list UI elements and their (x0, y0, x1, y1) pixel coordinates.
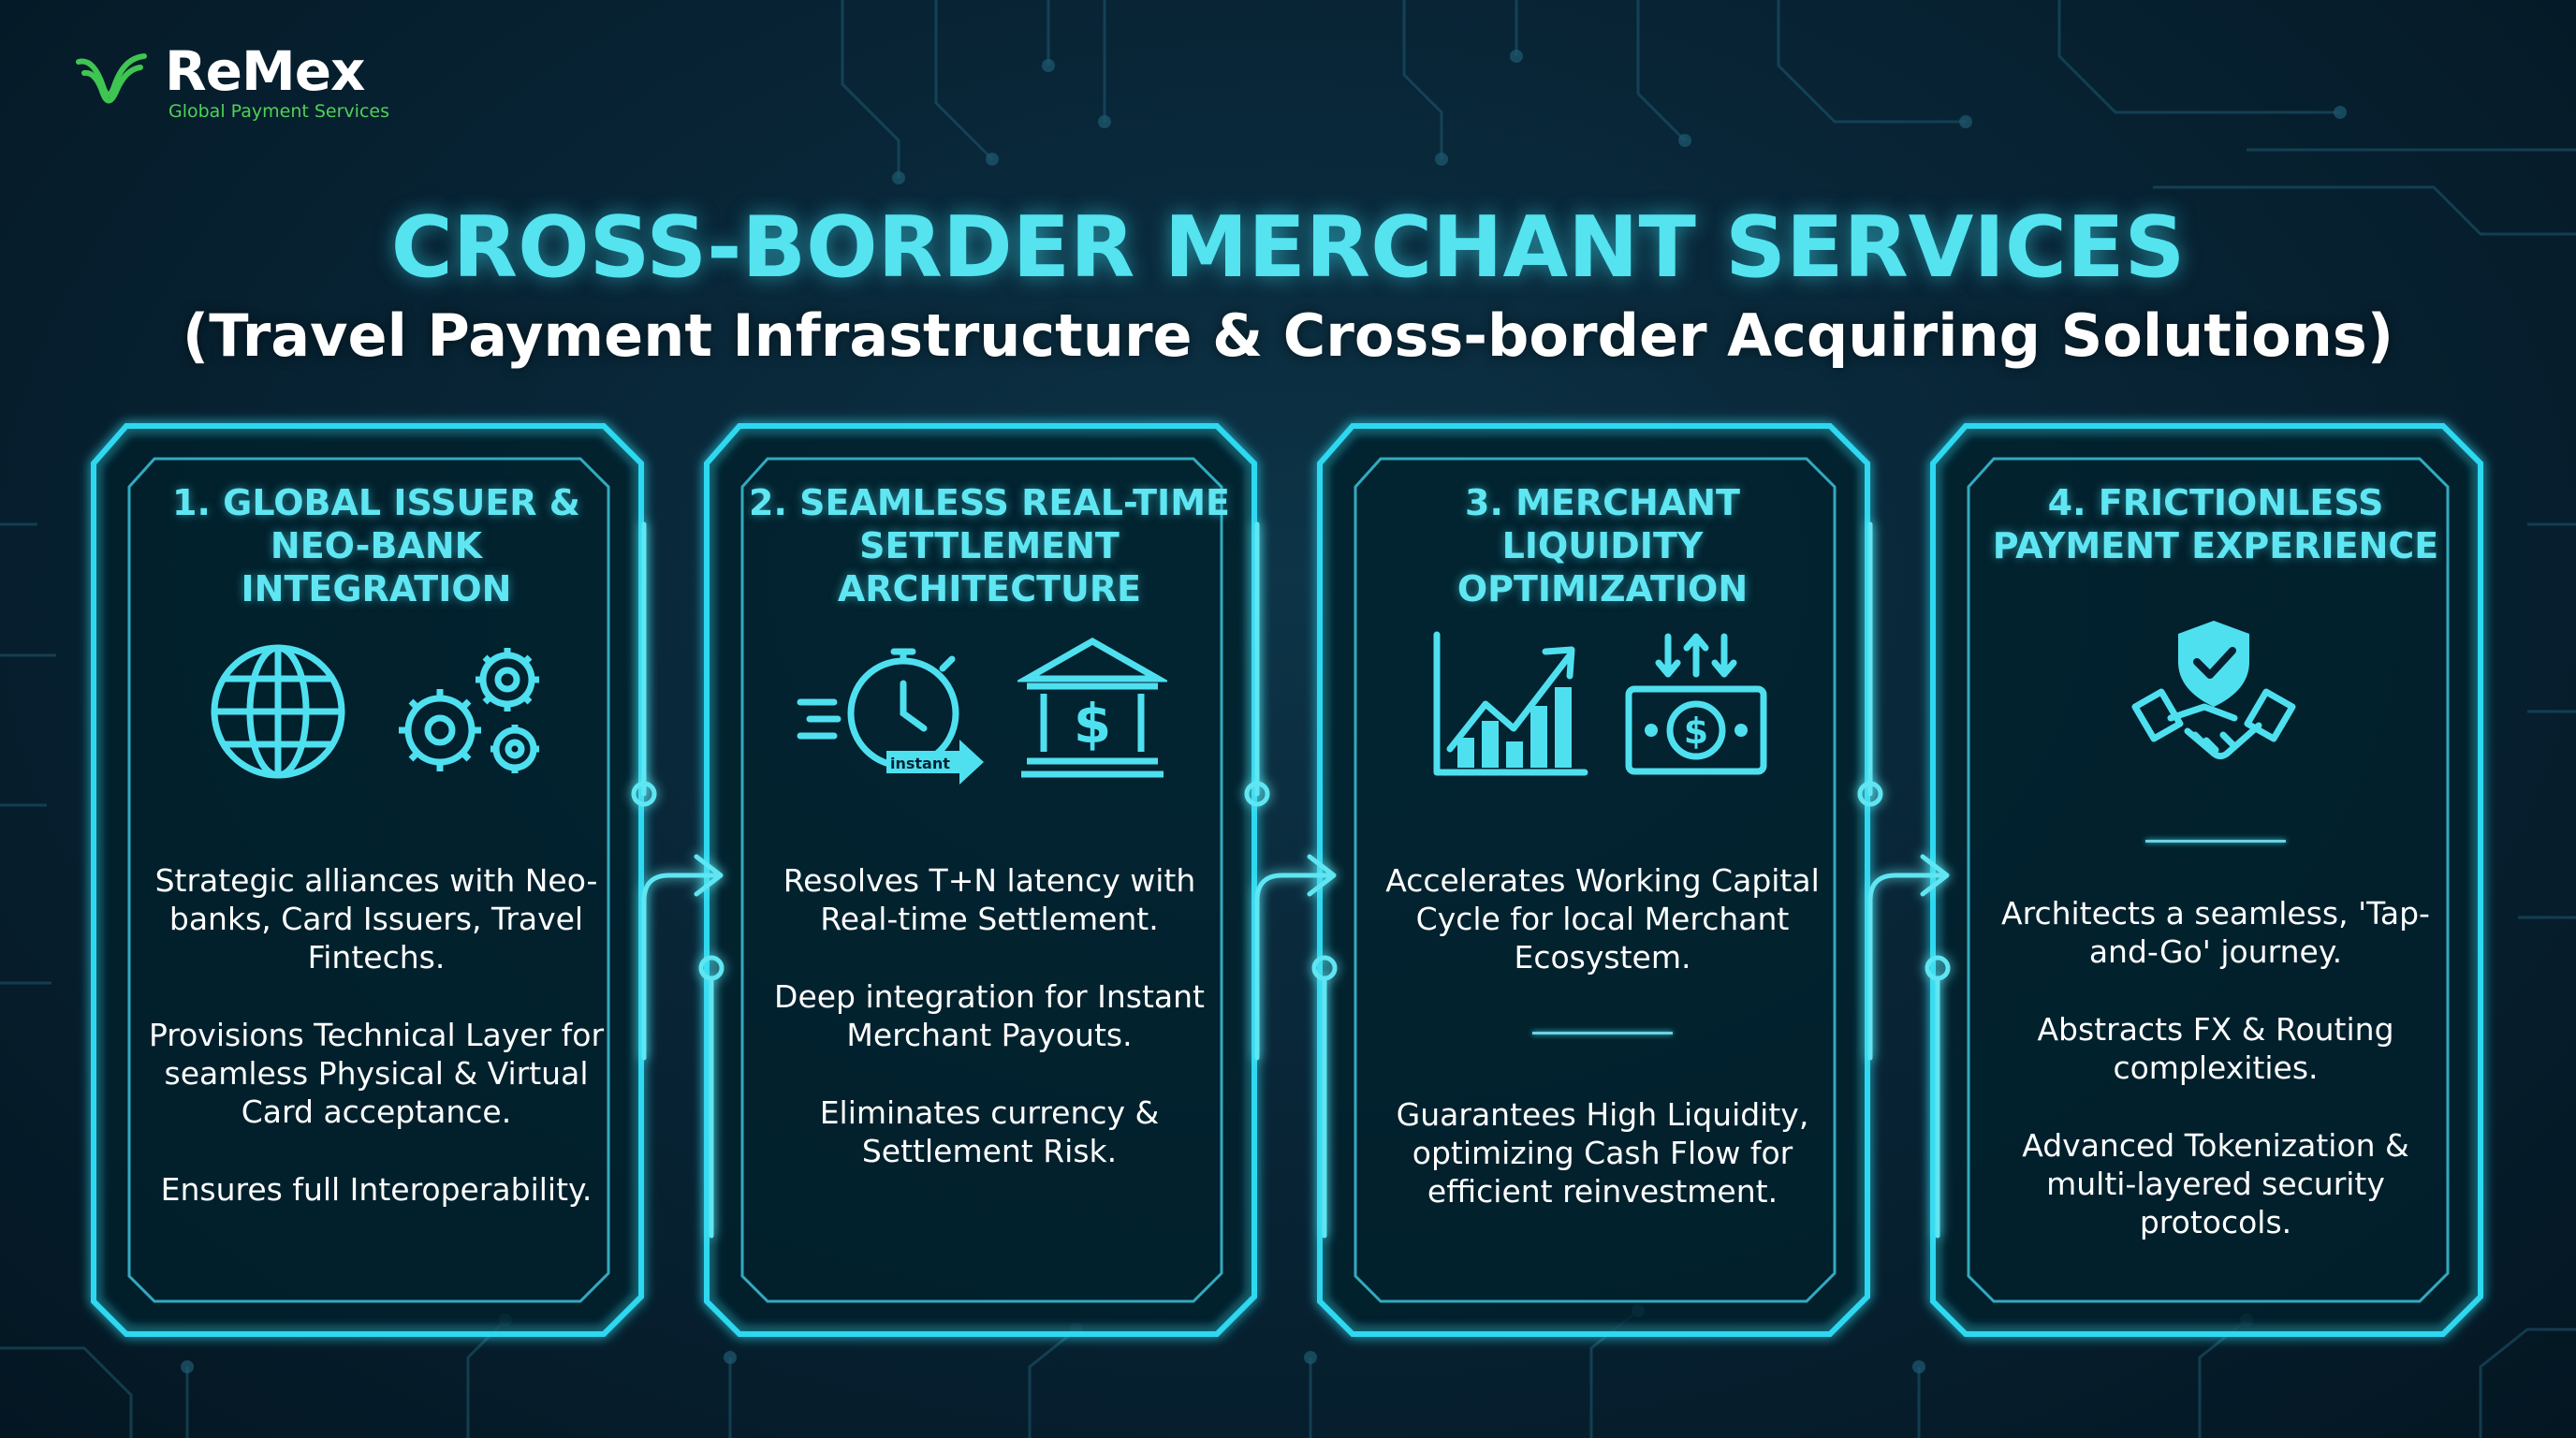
card-divider (1532, 1032, 1673, 1034)
card-3-inner-frame (1354, 457, 1837, 1303)
remex-wave-icon (76, 53, 147, 104)
page-subtitle: (Travel Payment Infrastructure & Cross-b… (182, 301, 2394, 370)
point-1: Strategic alliances with Neo-banks, Card… (154, 862, 598, 976)
shield-handshake-icon (2131, 621, 2296, 760)
instant-label: instant (890, 755, 950, 772)
card-realtime-settlement: 2. SEAMLESS REAL-TIME SETTLEMENT ARCHITE… (727, 440, 1251, 1311)
card-1-inner-frame (127, 457, 610, 1303)
card-icons: $ (1340, 631, 1865, 782)
cash-flow-icon: $ (1625, 633, 1767, 775)
card-points: Strategic alliances with Neo-banks, Card… (133, 861, 620, 1248)
growth-chart-icon (1433, 631, 1588, 776)
card-title: 1. GLOBAL ISSUER & NEO-BANK INTEGRATION (172, 482, 580, 609)
point-3: Advanced Tokenization & multi-layered se… (2022, 1127, 2409, 1240)
point-2: Deep integration for Instant Merchant Pa… (774, 978, 1205, 1053)
card-title: 4. FRICTIONLESS PAYMENT EXPERIENCE (1992, 482, 2439, 566)
page-title: CROSS-BORDER MERCHANT SERVICES (390, 198, 2186, 297)
point-3: Eliminates currency & Settlement Risk. (819, 1094, 1160, 1169)
point-1: Accelerates Working Capital Cycle for lo… (1385, 862, 1820, 976)
card-divider (2145, 840, 2286, 843)
svg-text:$: $ (1074, 692, 1111, 756)
card-point-block-1: Accelerates Working Capital Cycle for lo… (1359, 861, 1846, 1016)
bank-icon: $ (1017, 637, 1167, 778)
brand-tagline: Global Payment Services (168, 101, 389, 122)
card-frictionless-payment: 4. FRICTIONLESS PAYMENT EXPERIENCE Archi… (1954, 440, 2478, 1311)
card-points: Resolves T+N latency with Real-time Sett… (746, 861, 1233, 1210)
gears-icon (399, 648, 539, 773)
card-3-outer-frame (1317, 423, 1870, 1337)
point-1: Resolves T+N latency with Real-time Sett… (783, 862, 1196, 937)
card-icons: instant $ (727, 637, 1251, 785)
card-icons (1954, 621, 2478, 782)
card-4-inner-frame (1967, 457, 2450, 1303)
point-2: Provisions Technical Layer for seamless … (148, 1017, 605, 1130)
point-2: Guarantees High Liquidity, optimizing Ca… (1396, 1096, 1809, 1210)
brand-name: ReMex (165, 39, 365, 103)
card-4-outer-frame (1930, 423, 2483, 1337)
globe-icon (211, 644, 345, 779)
point-3: Ensures full Interoperability. (160, 1171, 593, 1208)
card-2-inner-frame (740, 457, 1223, 1303)
card-title: 2. SEAMLESS REAL-TIME SETTLEMENT ARCHITE… (749, 482, 1230, 609)
card-icons (114, 641, 638, 782)
card-global-issuer: 1. GLOBAL ISSUER & NEO-BANK INTEGRATION (114, 440, 638, 1311)
connector-3-4 (1857, 521, 1951, 1239)
stopwatch-icon: instant (797, 648, 984, 785)
card-points: Architects a seamless, 'Tap-and-Go' jour… (1972, 894, 2459, 1281)
point-2: Abstracts FX & Routing complexities. (2037, 1011, 2394, 1086)
connector-2-3 (1244, 521, 1338, 1239)
card-title: 3. MERCHANT LIQUIDITY OPTIMIZATION (1456, 482, 1749, 609)
connector-1-2 (631, 521, 724, 1239)
card-merchant-liquidity: 3. MERCHANT LIQUIDITY OPTIMIZATION (1340, 440, 1865, 1311)
svg-text:$: $ (1684, 711, 1708, 752)
card-point-block-2: Guarantees High Liquidity, optimizing Ca… (1359, 1095, 1846, 1250)
point-1: Architects a seamless, 'Tap-and-Go' jour… (2001, 895, 2430, 970)
brand-logo[interactable]: ReMex Global Payment Services (75, 39, 412, 124)
